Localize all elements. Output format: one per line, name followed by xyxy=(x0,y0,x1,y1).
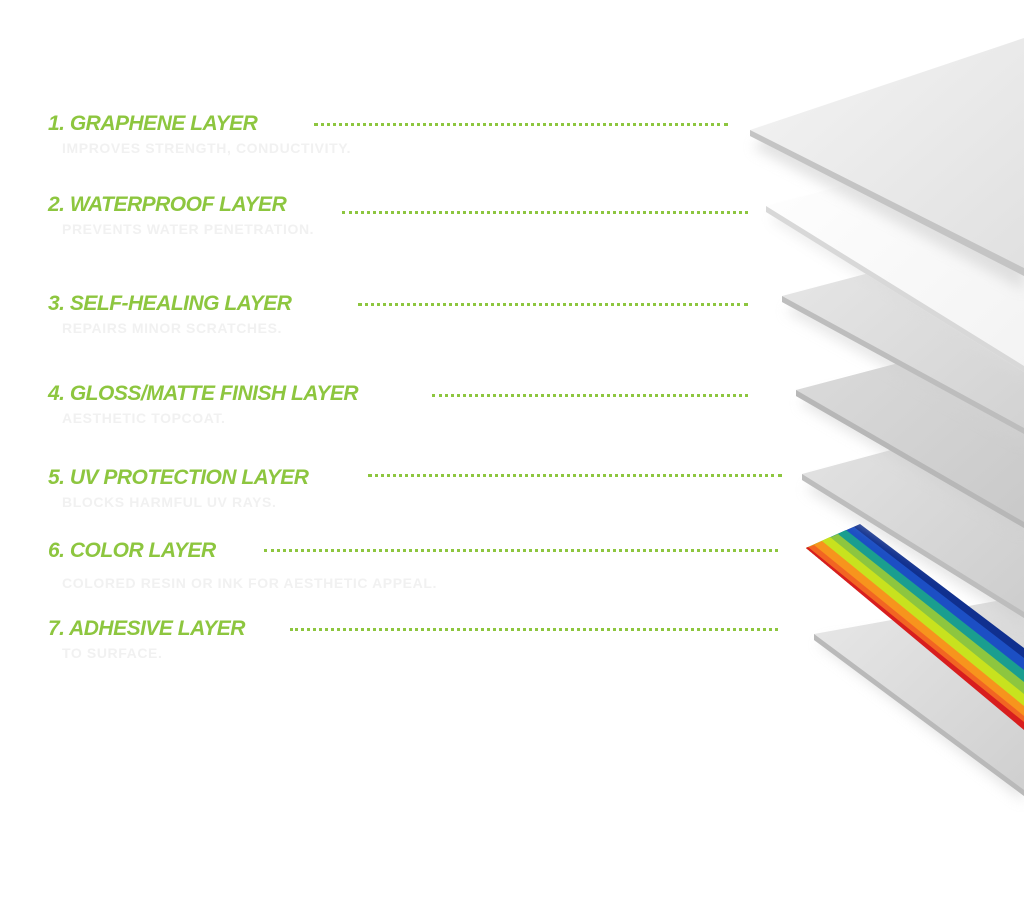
layer-entry-uv-protection: 5. UV PROTECTION LAYER BLOCKS HARMFUL UV… xyxy=(0,466,800,526)
layer-title-uv-protection: 5. UV PROTECTION LAYER xyxy=(48,466,309,489)
layer-description-gloss-matte: AESTHETIC TOPCOAT. xyxy=(62,410,226,426)
uv-protection-sheet xyxy=(802,414,1024,626)
leader-line-graphene xyxy=(314,123,728,126)
layer-entry-color: 6. COLOR LAYER COLORED RESIN OR INK FOR … xyxy=(0,539,800,599)
layer-title-waterproof: 2. WATERPROOF LAYER xyxy=(48,193,287,216)
gloss-matte-sheet xyxy=(796,330,1024,534)
color-layer-sheet xyxy=(806,524,1024,730)
layer-entry-self-healing: 3. SELF-HEALING LAYER REPAIRS MINOR SCRA… xyxy=(0,292,800,352)
waterproof-sheet xyxy=(766,138,1024,380)
layer-title-gloss-matte: 4. GLOSS/MATTE FINISH LAYER xyxy=(48,382,359,405)
layer-description-waterproof: PREVENTS WATER PENETRATION. xyxy=(62,221,315,237)
layer-entry-gloss-matte: 4. GLOSS/MATTE FINISH LAYER AESTHETIC TO… xyxy=(0,382,800,442)
leader-line-color xyxy=(264,549,778,552)
layer-description-uv-protection: BLOCKS HARMFUL UV RAYS. xyxy=(62,494,277,510)
layer-entry-waterproof: 2. WATERPROOF LAYER PREVENTS WATER PENET… xyxy=(0,193,800,253)
leader-line-gloss-matte xyxy=(432,394,748,397)
layer-entry-adhesive: 7. ADHESIVE LAYER TO SURFACE. xyxy=(0,617,800,677)
leader-line-uv-protection xyxy=(368,474,782,477)
adhesive-sheet xyxy=(814,596,1024,802)
layer-entry-graphene: 1. GRAPHENE LAYER IMPROVES STRENGTH, CON… xyxy=(0,112,800,172)
leader-line-self-healing xyxy=(358,303,748,306)
layer-title-adhesive: 7. ADHESIVE LAYER xyxy=(48,617,245,640)
leader-line-waterproof xyxy=(342,211,748,214)
layer-description-graphene: IMPROVES STRENGTH, CONDUCTIVITY. xyxy=(62,140,352,156)
layer-description-adhesive: TO SURFACE. xyxy=(62,645,163,661)
layer-title-self-healing: 3. SELF-HEALING LAYER xyxy=(48,292,292,315)
leader-line-adhesive xyxy=(290,628,778,631)
layer-title-graphene: 1. GRAPHENE LAYER xyxy=(48,112,258,135)
layer-description-self-healing: REPAIRS MINOR SCRATCHES. xyxy=(62,320,283,336)
layer-description-color: COLORED RESIN OR INK FOR AESTHETIC APPEA… xyxy=(62,575,437,591)
layer-title-color: 6. COLOR LAYER xyxy=(48,539,216,562)
self-healing-sheet xyxy=(782,232,1024,444)
